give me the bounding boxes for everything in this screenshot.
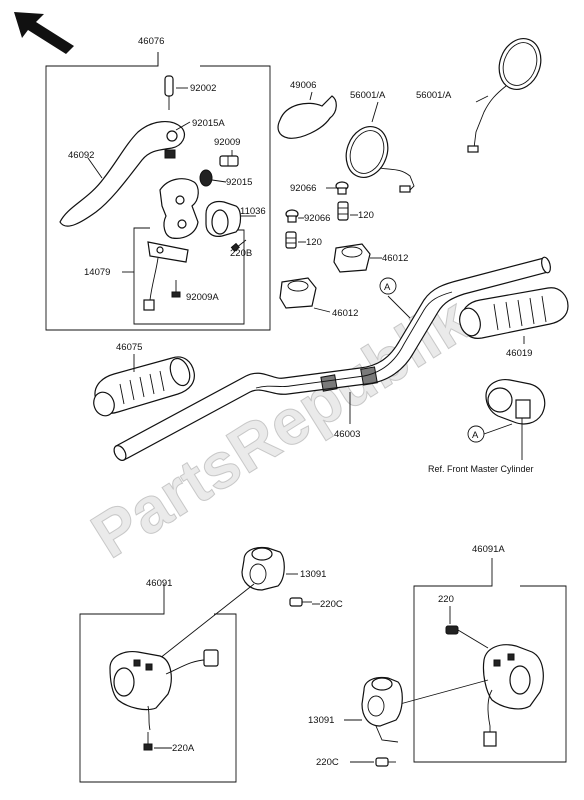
- label-46012-2: 46012: [332, 308, 358, 319]
- label-220B: 220B: [230, 248, 252, 259]
- label-46091A: 46091A: [472, 544, 505, 555]
- label-220A: 220A: [172, 743, 195, 754]
- lever-holder: [159, 178, 199, 239]
- label-56001A-1: 56001/A: [350, 90, 386, 101]
- switch-group-46091: [79, 584, 237, 783]
- label-220: 220: [438, 594, 454, 605]
- grip-46019: [459, 287, 569, 339]
- label-92009A: 92009A: [186, 292, 219, 303]
- screw-220C-lower: [375, 757, 396, 767]
- label-92009: 92009: [214, 137, 240, 148]
- ref-front-master-cylinder: Ref. Front Master Cylinder: [428, 464, 534, 474]
- holder-46012-lower: [279, 277, 317, 309]
- ref-A-circle-1: [379, 277, 397, 295]
- lever-cover-49006: [277, 95, 337, 139]
- label-11036: 11036: [240, 206, 266, 217]
- switch-housing-13091-lower: [361, 676, 403, 743]
- bolt-92009: [219, 155, 239, 167]
- clutch-lever-group: [45, 52, 271, 331]
- label-46091: 46091: [146, 578, 172, 589]
- label-92066-2: 92066: [304, 213, 330, 224]
- screw-220A: [143, 732, 153, 751]
- clamp-11036: [205, 200, 242, 237]
- screw-92009A: [171, 280, 181, 298]
- cap-92066-1: [335, 181, 349, 195]
- grip-46075: [93, 356, 195, 417]
- mirror-56001A-left: [345, 126, 415, 193]
- screw-220B: [230, 239, 247, 252]
- mirror-56001A-right: [467, 38, 542, 153]
- ref-A-label-2: A: [472, 430, 479, 441]
- label-49006: 49006: [290, 80, 316, 91]
- label-92015: 92015: [226, 177, 252, 188]
- label-46092: 46092: [68, 150, 94, 161]
- switch-housing-13091-upper: [241, 546, 285, 591]
- label-92015A: 92015A: [192, 118, 225, 129]
- handlebar-46003: [113, 256, 551, 461]
- bolt-120-2: [285, 231, 297, 249]
- label-92066-1: 92066: [290, 183, 316, 194]
- clutch-switch-14079: [143, 241, 189, 311]
- label-13091-1: 13091: [300, 569, 326, 580]
- nut-92015A: [164, 149, 176, 159]
- label-120-1: 120: [358, 210, 374, 221]
- label-56001A-2: 56001/A: [416, 90, 452, 101]
- orientation-arrow-icon: [14, 12, 74, 54]
- label-220C-2: 220C: [316, 757, 339, 768]
- holder-46012-upper: [333, 243, 371, 273]
- label-46076: 46076: [138, 36, 164, 47]
- nut-92015: [199, 169, 213, 187]
- bolt-120-1: [337, 201, 349, 221]
- switch-46091: [109, 649, 219, 731]
- ref-A-circle-2: [467, 425, 485, 443]
- clutch-lever-46092: [59, 121, 185, 227]
- label-92002: 92002: [190, 83, 216, 94]
- label-46003: 46003: [334, 429, 360, 440]
- switch-group-46091A: [413, 558, 567, 763]
- screw-220C-upper: [289, 597, 312, 607]
- label-14079: 14079: [84, 267, 110, 278]
- switch-46091A: [482, 644, 544, 747]
- label-46019: 46019: [506, 348, 532, 359]
- label-46075: 46075: [116, 342, 142, 353]
- label-13091-2: 13091: [308, 715, 334, 726]
- screw-220: [445, 625, 489, 649]
- adjuster-92002: [164, 75, 174, 110]
- label-220C-1: 220C: [320, 599, 343, 610]
- master-cylinder-clamp: [485, 379, 546, 425]
- label-120-2: 120: [306, 237, 322, 248]
- label-46012-1: 46012: [382, 253, 408, 264]
- cap-92066-2: [285, 209, 299, 223]
- ref-A-label-1: A: [384, 282, 391, 293]
